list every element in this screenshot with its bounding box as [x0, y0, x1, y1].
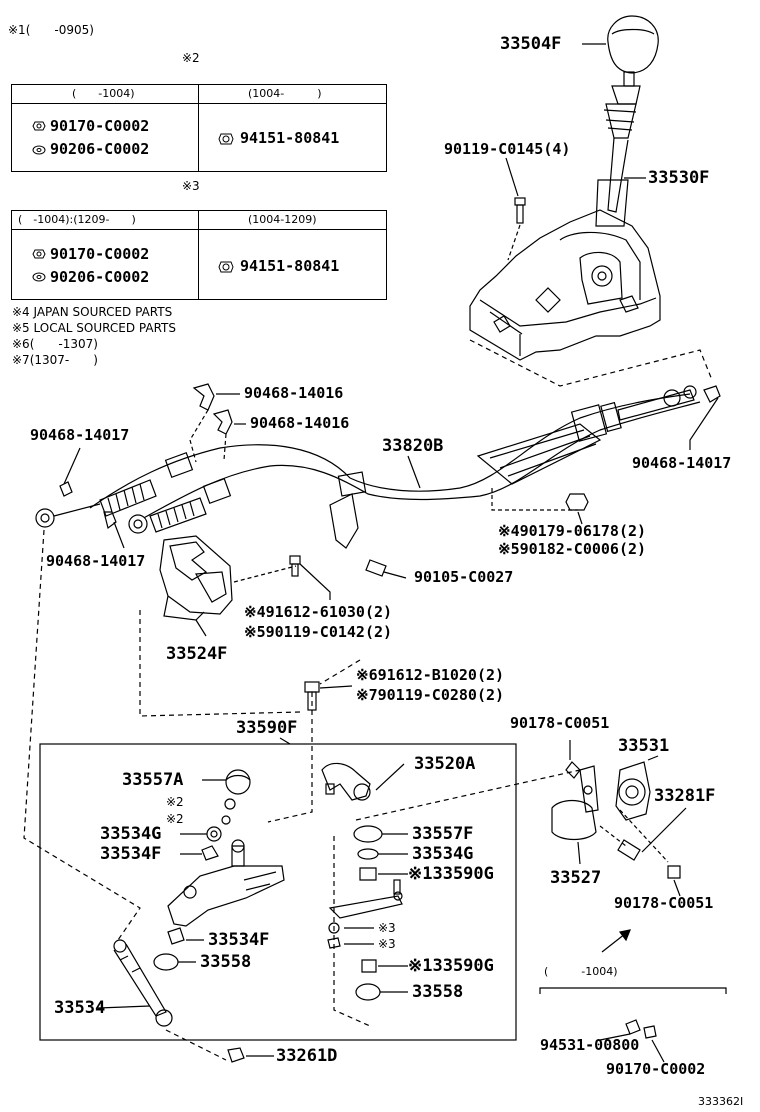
table3-col1-header: ( -1004):(1209- )	[18, 213, 136, 226]
clip-icon	[192, 383, 215, 411]
label-33261d: 33261D	[276, 1046, 338, 1066]
label-m2-b: ※2	[166, 812, 184, 826]
note-4: ※4 JAPAN SOURCED PARTS	[12, 305, 173, 319]
table3: ( -1004):(1209- ) (1004-1209) 90170-C000…	[11, 210, 387, 300]
table2: ( -1004) (1004- ) 90170-C0002 90206-C000…	[11, 84, 387, 172]
label-nut-4: ※490179-06178(2)	[498, 522, 647, 540]
header-note: ※1( -0905)	[8, 23, 94, 37]
note-6: ※6( -1307)	[12, 337, 98, 351]
label-m2-a: ※2	[166, 795, 184, 809]
table2-row2-icon	[32, 143, 46, 160]
table3-col2-icon	[218, 259, 234, 278]
label-33504f: 33504F	[500, 34, 562, 54]
table3-col1-row2: 90206-C0002	[50, 268, 150, 286]
label-clip-left-bottom: 90468-14017	[46, 552, 146, 570]
label-33534g-right: 33534G	[412, 844, 474, 864]
table2-col2-header: (1004- )	[248, 87, 322, 100]
shift-housing-icon	[469, 209, 661, 361]
table2-col2-icon	[218, 131, 234, 150]
label-nut-5: ※590182-C0006(2)	[498, 540, 647, 558]
table3-col1-row1: 90170-C0002	[50, 245, 150, 263]
label-m3-b: ※3	[378, 937, 396, 951]
cable-assembly-icon	[35, 385, 701, 549]
label-nut-90178-top: 90178-C0051	[510, 714, 610, 732]
label-clip-left-top: 90468-14017	[30, 426, 130, 444]
label-screw-90105: 90105-C0027	[414, 568, 514, 586]
crank-icon	[551, 765, 599, 841]
label-33590g-1: ※133590G	[408, 864, 494, 884]
label-33534g-left: 33534G	[100, 824, 162, 844]
screw-icon	[365, 559, 407, 579]
clip-icon	[703, 385, 721, 403]
label-33558-left: 33558	[200, 952, 252, 972]
table3-col2-header: (1004-1209)	[248, 213, 317, 226]
table3-row1-icon	[32, 247, 46, 264]
rod-icon	[113, 939, 173, 1027]
label-94531-00800: 94531-00800	[540, 1036, 640, 1054]
label-33281f: 33281F	[654, 786, 716, 806]
label-bolt-7: ※790119-C0280(2)	[356, 686, 505, 704]
base-plate-icon	[167, 839, 285, 927]
table3-col2-row1: 94151-80841	[240, 257, 340, 275]
label-33534f-lower: 33534F	[208, 930, 270, 950]
label-bolt-6: ※691612-B1020(2)	[356, 666, 505, 684]
label-33534f-left: 33534F	[100, 844, 162, 864]
table2-col1-row2: 90206-C0002	[50, 140, 150, 158]
ball-joint-icon	[321, 762, 371, 801]
table2-col1-header: ( -1004)	[72, 87, 135, 100]
label-33527: 33527	[550, 868, 602, 888]
cap-icon	[225, 769, 251, 795]
label-33557a: 33557A	[122, 770, 184, 790]
bracket-icon	[615, 761, 651, 821]
cap-icon	[353, 825, 383, 843]
label-clip-right: 90468-14017	[632, 454, 732, 472]
label-33558-right: 33558	[412, 982, 464, 1002]
label-33590f: 33590F	[236, 718, 298, 738]
clip-icon	[103, 511, 117, 530]
assembly-frame	[39, 743, 517, 1041]
label-33530f: 33530F	[648, 168, 710, 188]
clip-icon	[227, 1047, 245, 1063]
table3-row2-icon	[32, 270, 46, 287]
label-clip-a: 90468-14016	[244, 384, 344, 402]
shift-knob-icon	[607, 15, 659, 87]
label-clip-b: 90468-14016	[250, 414, 350, 432]
table2-row1-icon	[32, 119, 46, 136]
label-m3-a: ※3	[378, 921, 396, 935]
nut-icon	[565, 493, 589, 511]
label-33531: 33531	[618, 736, 670, 756]
label-33520a: 33520A	[414, 754, 476, 774]
table2-col2-row1: 94151-80841	[240, 129, 340, 147]
label-33820b: 33820B	[382, 436, 444, 456]
label-bolt-90119: 90119-C0145(4)	[444, 140, 571, 158]
bolt-icon	[514, 197, 526, 224]
table2-marker: ※2	[182, 51, 200, 65]
label-nut-90178-bottom: 90178-C0051	[614, 894, 714, 912]
table2-col1-row1: 90170-C0002	[50, 117, 150, 135]
label-33557f: 33557F	[412, 824, 474, 844]
label-33590g-2: ※133590G	[408, 956, 494, 976]
note-5: ※5 LOCAL SOURCED PARTS	[12, 321, 176, 335]
bolt-icon	[289, 555, 301, 577]
table3-marker: ※3	[182, 179, 200, 193]
shift-lever-icon	[595, 85, 641, 227]
label-90170-c0002: 90170-C0002	[606, 1060, 706, 1078]
bracket-icon	[159, 535, 233, 637]
label-bottom-range: ( -1004)	[544, 965, 618, 978]
label-33534: 33534	[54, 998, 106, 1018]
label-bolt-4: ※491612-61030(2)	[244, 603, 393, 621]
clip-icon	[59, 481, 73, 497]
label-bolt-5: ※590119-C0142(2)	[244, 623, 393, 641]
clip-icon	[212, 409, 233, 435]
illustration-code: 333362I	[698, 1095, 744, 1108]
label-33524f: 33524F	[166, 644, 228, 664]
note-7: ※7(1307- )	[12, 353, 98, 367]
